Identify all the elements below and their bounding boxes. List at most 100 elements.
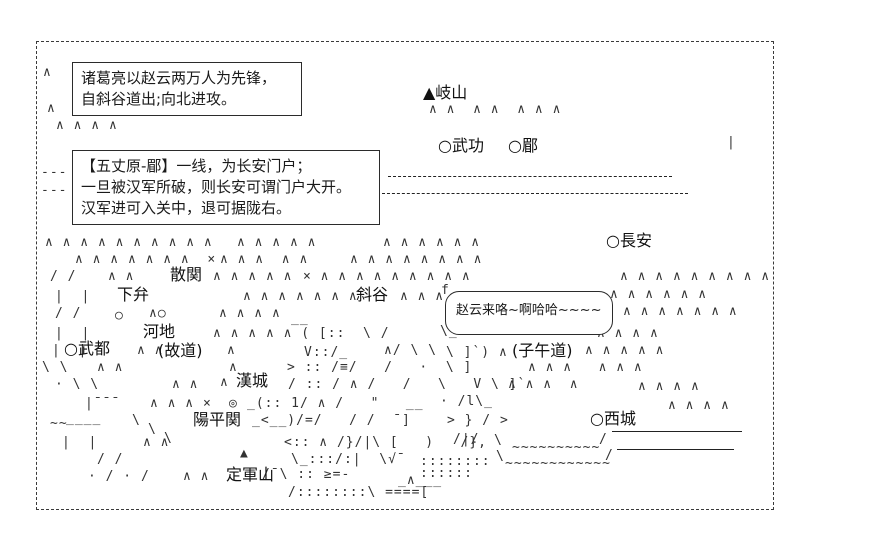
terrain-fragment: ∧ bbox=[229, 360, 238, 375]
place-label: 河地 bbox=[143, 322, 176, 341]
terrain-fragment: ∧ ∧ ∧ ∧ bbox=[219, 306, 281, 321]
place-label: ○長安 bbox=[606, 231, 652, 250]
terrain-fragment: ∧ ∧ ∧ ∧ ∧ bbox=[585, 343, 665, 358]
terrain-fragment: ∧ ∧ ∧ ∧ ∧ ∧ ∧ ∧ ∧ bbox=[620, 269, 771, 284]
terrain-fragment: ~~ bbox=[50, 416, 68, 431]
terrain-fragment: ∧ ∧ ∧ ∧ ∧ ∧ ∧ ∧ bbox=[350, 252, 483, 267]
terrain-fragment: /|/ bbox=[453, 432, 480, 447]
terrain-fragment: --- bbox=[41, 165, 68, 180]
speech-bubble-text: 赵云来咯~啊哈哈~~~~ bbox=[456, 303, 602, 318]
terrain-fragment: <:: ∧ /}/|\ [ ) /}, bbox=[284, 435, 488, 450]
map-line bbox=[612, 431, 742, 432]
terrain-fragment: ____ bbox=[66, 411, 102, 426]
narration-line: 自斜谷道出;向北进攻。 bbox=[81, 90, 237, 108]
terrain-fragment: \ bbox=[148, 422, 157, 437]
map-line bbox=[382, 193, 688, 194]
terrain-fragment: | | bbox=[62, 435, 98, 450]
place-label: ○武都 bbox=[64, 339, 110, 358]
terrain-fragment: ∧ ∧ ∧ ∧ ∧ ∧ ∧ bbox=[243, 289, 358, 304]
terrain-fragment: | | bbox=[55, 289, 91, 304]
terrain-fragment: ○ bbox=[115, 308, 124, 323]
place-label: 斜谷 bbox=[356, 285, 389, 304]
place-label: 下弁 bbox=[117, 285, 150, 304]
terrain-fragment: ∧ bbox=[220, 375, 229, 390]
terrain-fragment: ∧ ∧ bbox=[137, 343, 164, 358]
terrain-fragment: ∧ ∧ bbox=[108, 269, 135, 284]
terrain-fragment: ∧ ∧ ∧ ∧ bbox=[56, 118, 118, 133]
terrain-fragment: \ \ bbox=[42, 360, 69, 375]
narration-line: 汉军进可入关中，退可据陇右。 bbox=[81, 199, 292, 217]
terrain-fragment: ∧ ∧ ∧ ∧ ∧ ∧ ∧ bbox=[623, 304, 738, 319]
terrain-fragment: \ bbox=[496, 449, 505, 464]
terrain-fragment: ▲ bbox=[240, 446, 249, 461]
narration-line: 一旦被汉军所破，则长安可谓门户大开。 bbox=[81, 178, 352, 196]
terrain-fragment: \ bbox=[132, 413, 141, 428]
narration-box-1: 诸葛亮以赵云两万人为先锋， 自斜谷道出;向北进攻。 bbox=[72, 62, 302, 116]
terrain-fragment: / / bbox=[55, 306, 82, 321]
terrain-fragment: / bbox=[605, 448, 614, 463]
terrain-fragment: ∧/ \ \ bbox=[384, 343, 437, 358]
terrain-fragment: / bbox=[599, 432, 608, 447]
terrain-fragment: ∧ ∧ ∧ ∧ ∧ ∧ ∧ bbox=[429, 102, 562, 117]
place-label: (子午道) bbox=[512, 341, 573, 360]
terrain-fragment: ∧ ∧ ∧ ∧ ∧ ( [:: \ / bbox=[213, 326, 390, 341]
narration-line: 【五丈原-郿】一线，为长安门户； bbox=[81, 157, 312, 175]
terrain-fragment: /¯\ :: ≥=- bbox=[262, 467, 351, 482]
narration-line: 诸葛亮以赵云两万人为先锋， bbox=[81, 69, 277, 87]
terrain-fragment: V::/_ bbox=[304, 345, 349, 360]
terrain-fragment: ∧ ∧ ∧ ∧ ∧ ∧ ∧ ∧ ∧ ∧ bbox=[45, 235, 213, 250]
terrain-fragment: ∧ ∧ ∧ ∧ ∧ ∧ bbox=[383, 235, 481, 250]
terrain-fragment: --- bbox=[41, 183, 68, 198]
terrain-fragment: | bbox=[727, 135, 736, 150]
terrain-fragment: | | bbox=[55, 326, 91, 341]
terrain-fragment: \ ]`) ∧ bbox=[446, 345, 508, 360]
map-line bbox=[388, 176, 672, 177]
terrain-fragment: | | bbox=[52, 343, 88, 358]
terrain-fragment: > } / > bbox=[447, 413, 509, 428]
terrain-fragment: \ bbox=[164, 431, 173, 446]
terrain-fragment: ∧ bbox=[47, 101, 56, 116]
terrain-fragment: · /l\_ bbox=[440, 394, 493, 409]
place-label: ▲岐山 bbox=[423, 83, 468, 102]
narration-box-2: 【五丈原-郿】一线，为长安门户； 一旦被汉军所破，则长安可谓门户大开。 汉军进可… bbox=[72, 150, 380, 225]
terrain-fragment: :::::::: bbox=[420, 454, 491, 469]
terrain-fragment: ∧ ∧ ∧ ∧ ∧ ∧ bbox=[610, 287, 708, 302]
terrain-fragment: ∧ ∧ bbox=[143, 435, 170, 450]
terrain-fragment: ∧ ∧ ∧ ∧ ∧ bbox=[237, 235, 317, 250]
terrain-fragment: _(:: 1/ ∧ / " __ bbox=[247, 396, 424, 411]
map-line bbox=[617, 449, 734, 450]
place-label: ○西城 bbox=[590, 409, 636, 428]
terrain-fragment: ∧○ bbox=[149, 306, 167, 321]
terrain-fragment: · \ \ bbox=[55, 377, 100, 392]
terrain-fragment: · / · / bbox=[88, 469, 150, 484]
terrain-fragment: _∧___ bbox=[398, 473, 443, 488]
terrain-fragment: / / bbox=[50, 269, 77, 284]
terrain-fragment: ∧ ∧ bbox=[183, 469, 210, 484]
terrain-fragment: / / bbox=[97, 452, 124, 467]
terrain-fragment: /::::::::\ ====[ bbox=[288, 485, 430, 500]
terrain-fragment: ~~~~~~~~~~ bbox=[512, 440, 601, 455]
terrain-fragment: ◎ bbox=[229, 396, 238, 411]
terrain-fragment: \ bbox=[494, 433, 503, 448]
speech-bubble: 赵云来咯~啊哈哈~~~~ bbox=[445, 291, 613, 335]
terrain-fragment: × ∧ ∧ ∧ ∧ ∧ ∧ ∧ ∧ ∧ bbox=[303, 269, 471, 284]
place-label: (故道) bbox=[158, 341, 203, 360]
place-label: 陽平関 bbox=[193, 410, 242, 429]
terrain-fragment: _<__)/=/ / / ¯] bbox=[252, 413, 411, 428]
terrain-fragment: ∧ bbox=[227, 343, 236, 358]
terrain-fragment: ∧ ∧ ∧ ∧ ∧ ∧ bbox=[528, 360, 643, 375]
place-label: ○郿 bbox=[508, 136, 538, 155]
terrain-fragment: ∧ ∧ ∧ ∧ bbox=[508, 377, 579, 392]
terrain-fragment: :::::: bbox=[420, 466, 473, 481]
terrain-fragment: > :: /≡/ / · \ ] bbox=[287, 360, 473, 375]
terrain-fragment: ∧ ∧ ∧ ∧ ∧ ∧ ∧ × bbox=[75, 252, 217, 267]
terrain-fragment: ∧ ∧ ∧ ∧ bbox=[638, 379, 700, 394]
terrain-fragment: ∧ ∧ ∧ ∧ bbox=[668, 398, 730, 413]
terrain-fragment: ∧ ∧ bbox=[97, 360, 124, 375]
terrain-fragment: ∧ ∧ ∧ × bbox=[150, 396, 212, 411]
place-label: 散関 bbox=[170, 265, 203, 284]
terrain-fragment: ~~~~~~~~~~~~ bbox=[505, 456, 611, 471]
map-border bbox=[36, 41, 774, 510]
terrain-fragment: f bbox=[441, 283, 450, 298]
